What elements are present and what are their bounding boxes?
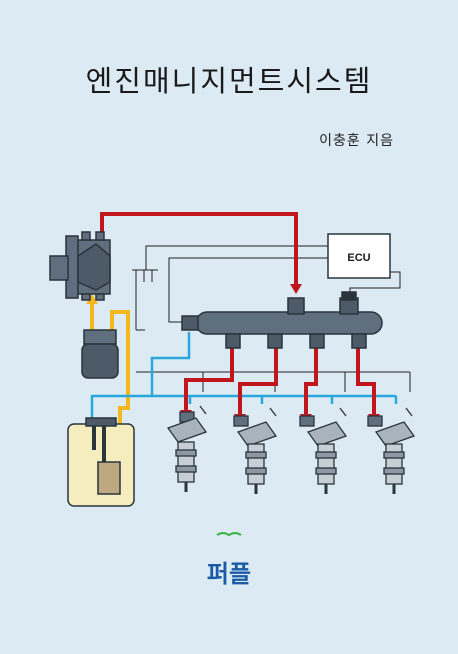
supply-lines [90, 300, 130, 425]
book-icon [216, 532, 242, 537]
high-pressure-pump [49, 231, 111, 301]
injector-2 [233, 407, 278, 494]
book-author: 이충훈 지음 [319, 133, 394, 149]
control-wires [132, 245, 411, 392]
common-rail [181, 291, 383, 349]
publisher-logo: 퍼플 [207, 560, 251, 588]
fuel-tank [67, 417, 135, 507]
book-title: 엔진매니지먼트시스템 [85, 64, 373, 98]
injector-3 [299, 407, 348, 494]
ecu-label: ECU [347, 252, 370, 264]
ecu-unit [327, 233, 391, 279]
fuel-filter [81, 329, 119, 379]
high-pressure-lines [100, 212, 376, 414]
injector-1 [166, 405, 208, 492]
injector-4 [367, 407, 416, 494]
supply-arrow [86, 294, 98, 304]
